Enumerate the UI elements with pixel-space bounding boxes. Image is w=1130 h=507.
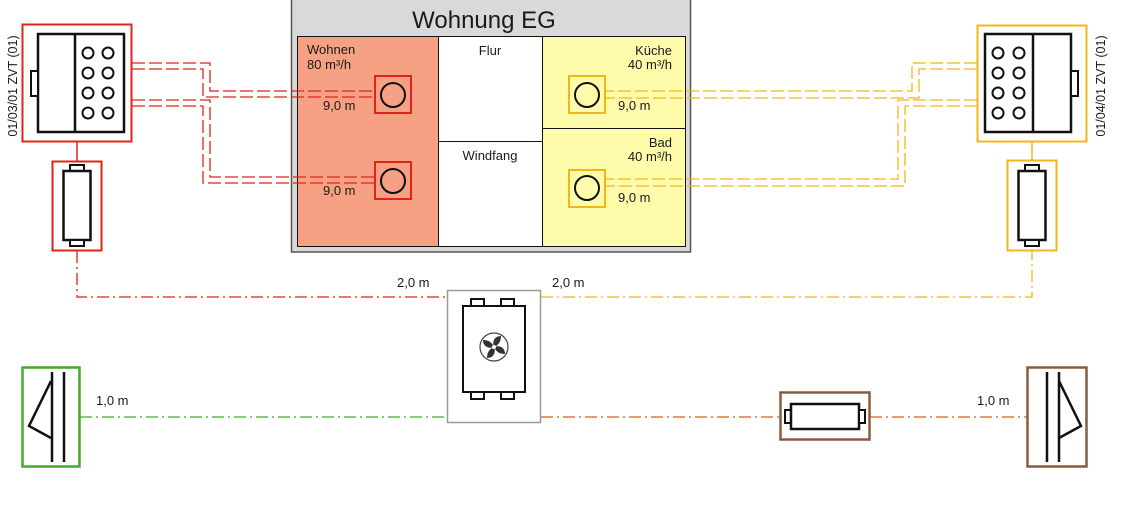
extract-duct-bad-b [605, 105, 977, 187]
distributor-port [991, 66, 1005, 80]
valve-kueche [568, 75, 606, 114]
supply-duct-wohnen-1a [132, 62, 375, 92]
outdoor-air-terminal [21, 366, 81, 468]
distributor-port [1012, 106, 1026, 120]
apartment-title: Wohnung EG [412, 7, 556, 34]
supply-duct-to-unit [76, 251, 447, 298]
silencer-cap-bottom [1024, 239, 1040, 247]
room-bad-airflow: 40 m³/h [628, 149, 672, 164]
valve-wohnen-1-duct-length: 9,0 m [323, 98, 356, 113]
distributor-port [81, 66, 95, 80]
distributor-port [101, 66, 115, 80]
distributor-port [81, 86, 95, 100]
wall-terminal-icon [27, 372, 66, 462]
silencer-cap-right [858, 409, 866, 424]
exhaust-silencer [779, 391, 871, 441]
supply-duct-wohnen-1b [132, 68, 375, 98]
distributor-port [81, 106, 95, 120]
unit-port-top-left [470, 298, 485, 307]
valve-icon [574, 82, 600, 108]
room-bad [542, 128, 686, 247]
terminal-hood [1057, 380, 1083, 440]
extract-duct-to-unit [541, 251, 1033, 298]
fan-blade [483, 340, 494, 348]
silencer-icon [784, 402, 866, 431]
valve-icon [380, 82, 406, 108]
exhaust-air-terminal [1026, 366, 1088, 468]
unit-port-top-right [500, 298, 515, 307]
supply-duct-wohnen-2a [132, 99, 375, 178]
room-bad-name: Bad [649, 135, 672, 150]
distributor-inlet [30, 70, 39, 97]
room-wohnen [297, 36, 439, 247]
supply-silencer [51, 160, 103, 252]
room-kueche [542, 36, 686, 129]
fan-blade [487, 347, 495, 358]
distributor-port [991, 46, 1005, 60]
room-flur-name: Flur [479, 43, 502, 58]
valve-icon [380, 168, 406, 194]
valve-icon [574, 175, 600, 201]
wall-terminal-icon [1045, 372, 1083, 462]
distributor-port [1012, 46, 1026, 60]
room-kueche-name: Küche [635, 43, 672, 58]
ventilation-unit [446, 289, 542, 424]
distributor-icon [30, 32, 126, 134]
distributor-port [1012, 66, 1026, 80]
valve-wohnen-1 [374, 75, 412, 114]
supply-distributor-label: 01/03/01 ZVT (01) [6, 35, 20, 136]
extract-silencer [1006, 159, 1058, 252]
distributor-port [991, 106, 1005, 120]
distributor-port [101, 106, 115, 120]
fan-blade [494, 346, 505, 354]
extract-duct-to-unit-length: 2,0 m [552, 275, 585, 290]
unit-port-bottom-right [500, 391, 515, 400]
distributor-port [991, 86, 1005, 100]
silencer-body [789, 402, 861, 431]
extract-distributor-label: 01/04/01 ZVT (01) [1094, 35, 1108, 136]
exhaust-air-duct-length: 1,0 m [977, 393, 1010, 408]
fan-icon [479, 332, 509, 362]
silencer-body [62, 169, 92, 242]
valve-bad [568, 169, 606, 208]
extract-ducts [605, 62, 977, 187]
silencer-cap-bottom [69, 239, 85, 247]
outdoor-air-duct-length: 1,0 m [96, 393, 129, 408]
apartment-eg: Wohnung EG Wohnen 80 m³/h Flur Windfang … [290, 0, 692, 253]
valve-wohnen-2 [374, 161, 412, 200]
distributor-icon [983, 32, 1079, 134]
supply-duct-wohnen-2b [132, 105, 375, 184]
extract-duct-kueche-b [605, 68, 977, 99]
supply-distributor [21, 23, 133, 143]
silencer-icon [62, 164, 92, 247]
extract-distributor [976, 24, 1088, 143]
distributor-port [81, 46, 95, 60]
room-wohnen-airflow: 80 m³/h [307, 57, 351, 72]
valve-wohnen-2-duct-length: 9,0 m [323, 183, 356, 198]
extract-duct-kueche-a [605, 62, 977, 92]
room-kueche-airflow: 40 m³/h [628, 57, 672, 72]
distributor-port [101, 86, 115, 100]
silencer-icon [1017, 164, 1047, 247]
fan-blade [493, 336, 501, 347]
unit-port-bottom-left [470, 391, 485, 400]
distributor-port [1012, 86, 1026, 100]
fan-hub [492, 345, 496, 349]
terminal-hood [27, 380, 53, 440]
distributor-port [101, 46, 115, 60]
supply-duct-to-unit-length: 2,0 m [397, 275, 430, 290]
room-windfang-name: Windfang [463, 148, 518, 163]
room-windfang [438, 141, 543, 247]
supply-ducts [132, 62, 375, 184]
extract-duct-bad-a [605, 99, 977, 180]
valve-kueche-duct-length: 9,0 m [618, 98, 651, 113]
distributor-inlet [1070, 70, 1079, 97]
silencer-body [1017, 169, 1047, 242]
valve-bad-duct-length: 9,0 m [618, 190, 651, 205]
room-wohnen-name: Wohnen [307, 42, 355, 57]
